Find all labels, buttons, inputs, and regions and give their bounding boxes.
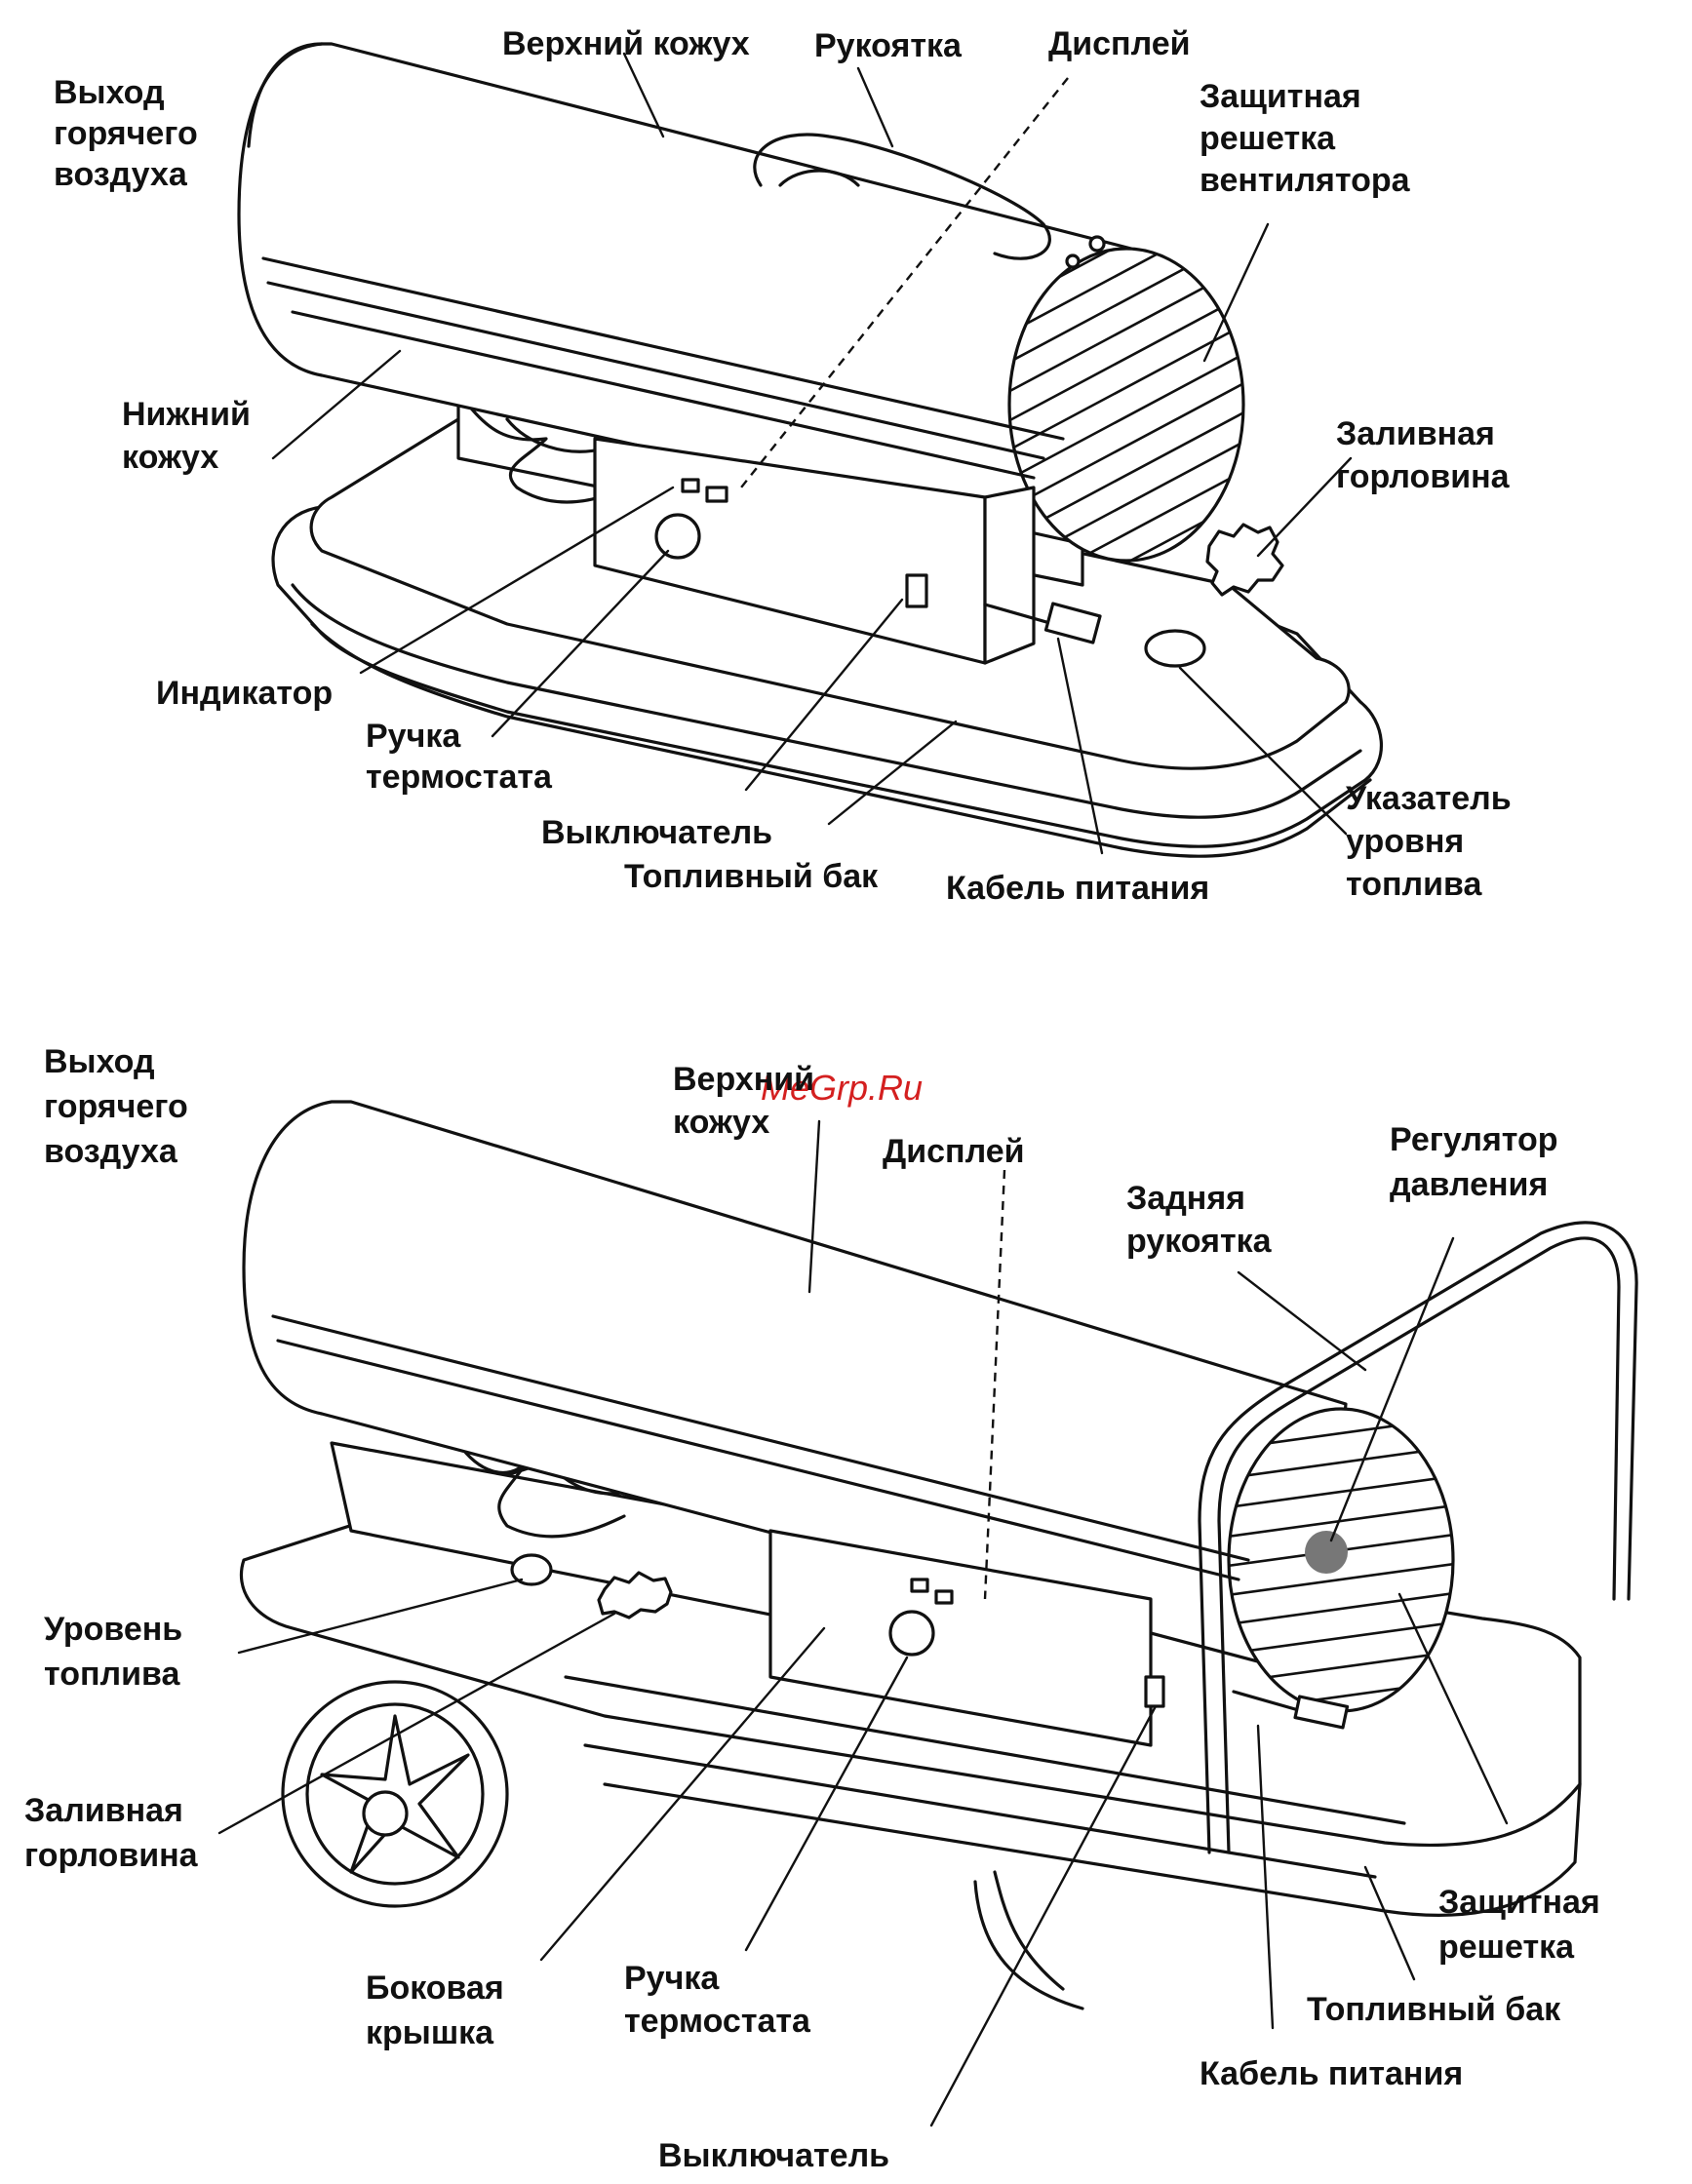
top-label-handle: Рукоятка bbox=[814, 27, 963, 64]
top-label-hot-air-outlet-1: Выход bbox=[54, 74, 165, 111]
bottom-label-pressure-regulator-1: Регулятор bbox=[1390, 1121, 1558, 1158]
bottom-rear-handle-frame bbox=[1217, 1236, 1621, 1854]
top-display-window bbox=[705, 486, 728, 503]
bottom-label-rear-handle-1: Задняя bbox=[1126, 1180, 1245, 1217]
bottom-label-fuel-level-1: Уровень bbox=[44, 1611, 182, 1648]
top-label-thermostat-2: термостата bbox=[366, 759, 553, 796]
bottom-heater-drawing bbox=[239, 1100, 1638, 2010]
top-label-fuel-gauge-2: уровня bbox=[1346, 823, 1464, 860]
top-label-indicator: Индикатор bbox=[156, 675, 333, 712]
bottom-label-hot-air-outlet-3: воздуха bbox=[44, 1133, 178, 1170]
top-thermostat-knob bbox=[654, 513, 701, 560]
top-label-fuel-gauge-1: Указатель bbox=[1346, 780, 1512, 817]
bottom-control-box bbox=[768, 1529, 1165, 1747]
bottom-label-fuel-tank: Топливный бак bbox=[1307, 1991, 1561, 2028]
top-label-filler-neck-1: Заливная bbox=[1336, 415, 1495, 452]
bottom-label-upper-casing-2: кожух bbox=[673, 1104, 769, 1141]
bottom-label-fuel-level-2: топлива bbox=[44, 1656, 180, 1693]
top-label-switch: Выключатель bbox=[541, 814, 772, 851]
bottom-label-switch: Выключатель bbox=[658, 2137, 889, 2174]
bottom-label-thermostat-1: Ручка bbox=[624, 1960, 720, 1997]
top-label-lower-casing-2: кожух bbox=[122, 439, 218, 476]
bottom-label-display: Дисплей bbox=[883, 1133, 1025, 1170]
bottom-label-guard-2: решетка bbox=[1438, 1929, 1575, 1966]
top-power-cable-plug bbox=[983, 602, 1102, 644]
top-heater-drawing bbox=[237, 42, 1384, 858]
top-label-hot-air-outlet-2: горячего bbox=[54, 115, 198, 152]
top-label-hot-air-outlet-3: воздуха bbox=[54, 156, 188, 193]
bottom-label-rear-handle-2: рукоятка bbox=[1126, 1223, 1273, 1260]
top-label-fuel-gauge-3: топлива bbox=[1346, 866, 1482, 903]
top-control-box bbox=[593, 437, 1036, 665]
top-label-power-cable: Кабель питания bbox=[946, 870, 1209, 907]
top-filler-cap bbox=[1205, 523, 1284, 597]
top-indicator-light bbox=[681, 478, 700, 493]
bottom-power-cable-plug bbox=[1232, 1690, 1350, 1730]
bottom-labels: Выход горячего воздуха Верхний кожух Дис… bbox=[24, 1043, 1600, 2174]
bottom-label-side-cover-2: крышка bbox=[366, 2014, 494, 2051]
bottom-leader-lines bbox=[217, 1119, 1509, 2127]
bottom-label-filler-neck-1: Заливная bbox=[24, 1792, 183, 1829]
top-handle-shape bbox=[753, 133, 1051, 260]
top-label-upper-casing: Верхний кожух bbox=[502, 25, 750, 62]
top-fuel-gauge bbox=[1144, 629, 1206, 668]
bottom-label-hot-air-outlet-2: горячего bbox=[44, 1088, 188, 1125]
top-label-filler-neck-2: горловина bbox=[1336, 458, 1511, 495]
bottom-wheel bbox=[281, 1680, 509, 1908]
top-label-thermostat-1: Ручка bbox=[366, 718, 461, 755]
bottom-label-thermostat-2: термостата bbox=[624, 2003, 811, 2040]
top-labels: Верхний кожух Рукоятка Дисплей Выход гор… bbox=[54, 25, 1512, 907]
bottom-label-filler-neck-2: горловина bbox=[24, 1837, 199, 1874]
bottom-label-upper-casing-1: Верхний bbox=[673, 1061, 814, 1098]
watermark-text: MeGrp.Ru bbox=[761, 1068, 923, 1108]
top-rivet bbox=[1088, 235, 1106, 253]
bottom-switch bbox=[1144, 1675, 1165, 1708]
top-label-display: Дисплей bbox=[1048, 25, 1191, 62]
bottom-filler-cap bbox=[597, 1571, 673, 1619]
bottom-display-window bbox=[910, 1578, 929, 1593]
bottom-pressure-regulator-knob bbox=[1305, 1531, 1348, 1574]
top-rivet bbox=[1065, 254, 1081, 269]
bottom-label-hot-air-outlet-1: Выход bbox=[44, 1043, 155, 1080]
top-label-fan-guard-3: вентилятора bbox=[1200, 162, 1411, 199]
top-label-fan-guard-1: Защитная bbox=[1200, 78, 1361, 115]
top-leader-lines bbox=[271, 52, 1353, 855]
top-label-fuel-tank: Топливный бак bbox=[624, 858, 879, 895]
bottom-indicator-light bbox=[934, 1589, 954, 1605]
bottom-label-pressure-regulator-2: давления bbox=[1390, 1166, 1548, 1203]
top-label-lower-casing-1: Нижний bbox=[122, 396, 251, 433]
bottom-label-side-cover-1: Боковая bbox=[366, 1970, 504, 2007]
top-upper-casing-shape bbox=[237, 42, 1245, 563]
bottom-thermostat-knob bbox=[888, 1610, 935, 1657]
bottom-label-guard-1: Защитная bbox=[1438, 1884, 1600, 1921]
top-label-fan-guard-2: решетка bbox=[1200, 120, 1336, 157]
top-switch bbox=[905, 573, 928, 608]
bottom-fuel-level bbox=[510, 1553, 553, 1586]
bottom-label-power-cable: Кабель питания bbox=[1200, 2055, 1463, 2092]
